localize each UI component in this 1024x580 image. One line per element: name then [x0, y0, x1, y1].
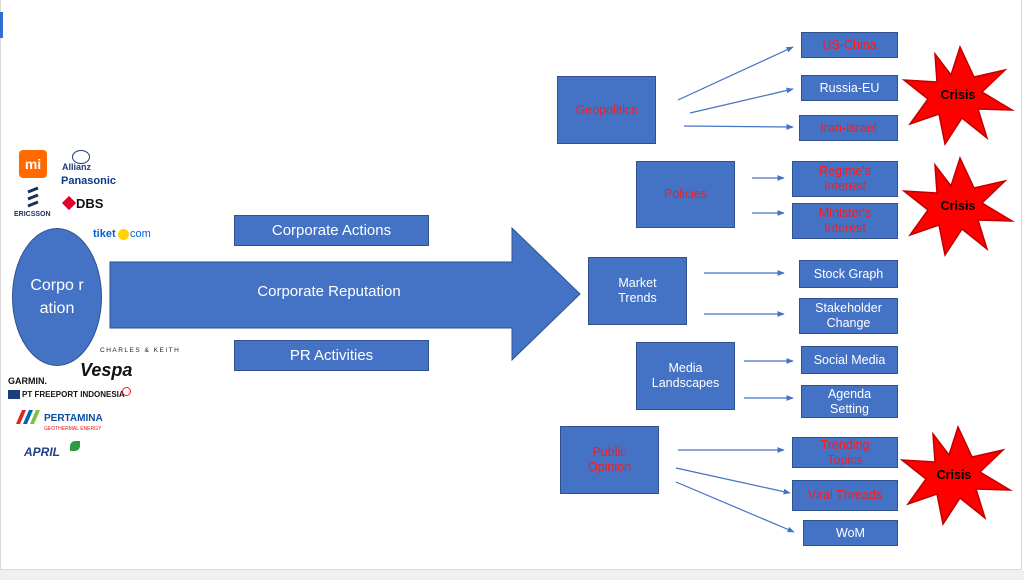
factor-wom: WoM	[803, 520, 898, 546]
category-media-landscapes: Media Landscapes	[636, 342, 735, 410]
category-market-label: Market Trends	[618, 276, 657, 305]
garmin-logo: GARMIN.	[8, 376, 47, 386]
factor-agenda-label: Agenda Setting	[827, 386, 872, 416]
pr-activities-box: PR Activities	[234, 340, 429, 371]
crisis-starburst-3	[899, 424, 1013, 526]
factor-stakeholder-change: Stakeholder Change	[799, 298, 898, 334]
crisis-starburst-1	[901, 44, 1015, 146]
freeport-icon	[8, 390, 20, 399]
crisis-label-1: Crisis	[940, 88, 976, 102]
crisis-label-2: Crisis	[940, 199, 976, 213]
corporation-label: Corpo ration	[30, 276, 84, 317]
corporate-actions-box: Corporate Actions	[234, 215, 429, 246]
factor-viral-threads: Viral Threads	[792, 480, 898, 511]
allianz-logo: Allianz	[62, 162, 92, 172]
factor-ministers-label: Minister's Interest	[818, 206, 872, 235]
tiket-logo: tiket	[93, 228, 116, 240]
connector-geopolitics-uschina	[677, 46, 794, 101]
connector-public-wom	[675, 481, 795, 533]
corporation-ellipse: Corpo ration	[12, 228, 102, 366]
connector-public-viral	[675, 467, 791, 495]
april-logo: APRIL	[24, 445, 60, 459]
category-policies: Policies	[636, 161, 735, 228]
factor-social-media: Social Media	[801, 346, 898, 374]
factor-agenda-setting: Agenda Setting	[801, 385, 898, 418]
freeport-logo: PT FREEPORT INDONESIA	[22, 390, 125, 399]
bottom-scrollbar[interactable]	[0, 570, 1024, 580]
selection-marker	[0, 12, 3, 38]
factor-stock-graph: Stock Graph	[799, 260, 898, 288]
panasonic-logo: Panasonic	[61, 175, 117, 187]
ericsson-logo: ERICSSON	[14, 211, 51, 218]
category-public-opinion: Public Opinion	[560, 426, 659, 494]
connector-geopolitics-russiaeu	[689, 87, 794, 114]
category-media-label: Media Landscapes	[651, 361, 720, 390]
corporate-reputation-arrow	[109, 226, 581, 362]
allianz-emblem-icon	[72, 150, 90, 164]
vespa-registered-icon	[122, 387, 131, 396]
connector-geopolitics-iranisrael	[683, 124, 794, 130]
tiket-suffix: com	[130, 228, 151, 240]
tiket-dot-icon	[118, 229, 129, 240]
vespa-logo: Vespa	[80, 360, 133, 380]
crisis-starburst-2	[901, 155, 1015, 257]
factor-russia-eu: Russia-EU	[801, 75, 898, 101]
xiaomi-logo: mi	[19, 150, 47, 178]
category-public-label: Public Opinion	[587, 445, 632, 474]
factor-regimes-label: Regime's Interest	[819, 164, 871, 193]
category-market-trends: Market Trends	[588, 257, 687, 325]
ericsson-icon	[26, 186, 40, 208]
factor-trending-label: Trending Topics	[820, 437, 870, 467]
factor-ministers-interest: Minister's Interest	[792, 203, 898, 239]
factor-iran-israel: Iran-Israel	[799, 115, 898, 141]
factor-us-china: US-China	[801, 32, 898, 58]
factor-stakeholder-label: Stakeholder Change	[815, 301, 882, 330]
charles-keith-logo: CHARLES & KEITH	[100, 347, 181, 354]
factor-trending-topics: Trending Topics	[792, 437, 898, 468]
factor-regimes-interest: Regime's Interest	[792, 161, 898, 197]
category-geopolitics: Geopolitics	[557, 76, 656, 144]
crisis-label-3: Crisis	[936, 468, 972, 482]
pertamina-logo: PERTAMINA	[44, 413, 103, 424]
pertamina-icon	[14, 408, 40, 426]
pertamina-subtitle: GEOTHERMAL ENERGY	[44, 426, 102, 432]
dbs-logo: DBS	[76, 196, 104, 211]
corporate-reputation-label: Corporate Reputation	[257, 283, 401, 300]
april-leaf-icon	[70, 441, 80, 451]
